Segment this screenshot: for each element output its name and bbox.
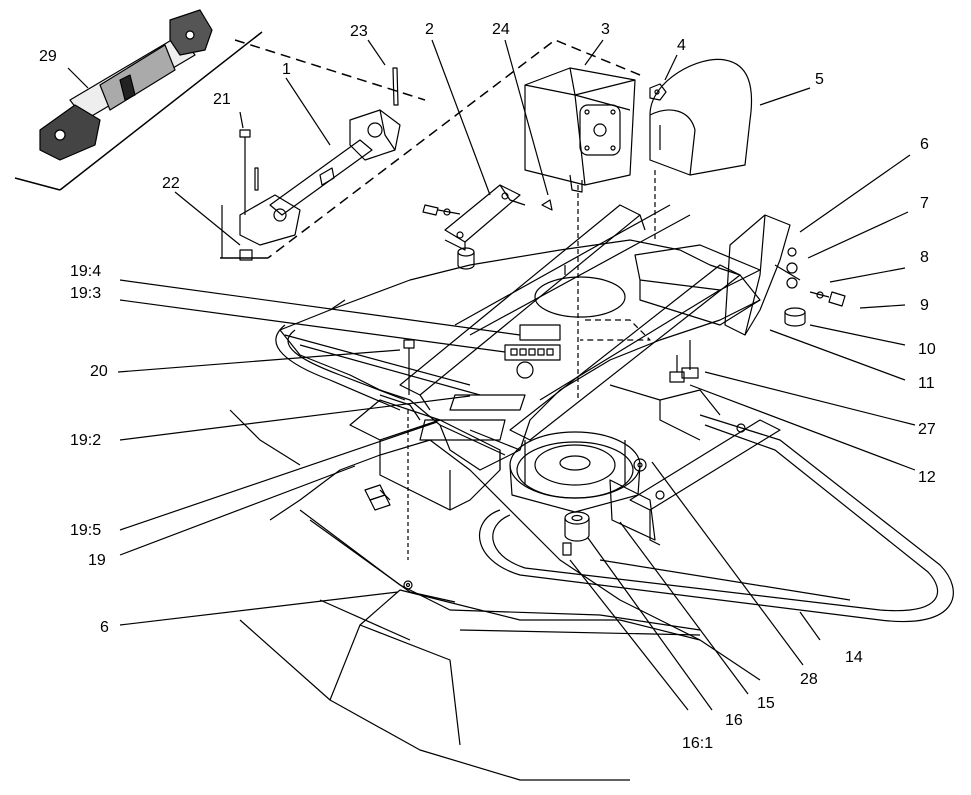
- callout-27: 27: [918, 421, 936, 438]
- standoff: [457, 247, 475, 270]
- callout-22: 22: [162, 175, 180, 192]
- callout-11: 11: [918, 375, 935, 392]
- callout-8: 8: [920, 249, 929, 266]
- callout-3: 3: [601, 21, 610, 38]
- gear-key: [541, 199, 553, 211]
- gearbox-panel-frame: [267, 39, 641, 259]
- channel-bar: [399, 204, 741, 441]
- callout-14: 14: [845, 649, 863, 666]
- cap-screw: [239, 129, 259, 215]
- callout-4: 4: [677, 37, 686, 54]
- callout-21: 21: [213, 91, 231, 108]
- callout-20: 20: [90, 363, 108, 380]
- callout-19: 19: [88, 552, 106, 569]
- spacer: [784, 307, 806, 327]
- center-opening: [534, 265, 626, 318]
- spacer-bushing: [562, 511, 590, 556]
- callout-10: 10: [918, 341, 936, 358]
- v-belt: [275, 324, 954, 623]
- callout-23: 23: [350, 23, 368, 40]
- callout-19-4: 19:4: [70, 263, 102, 280]
- bolts: [669, 340, 699, 383]
- hex-bolt: [809, 291, 846, 307]
- callout-9: 9: [920, 297, 929, 314]
- drive-shaft: [239, 109, 401, 246]
- dashed-guide: [580, 319, 651, 341]
- bracket-bolt: [422, 204, 461, 216]
- callout-5: 5: [815, 71, 824, 88]
- callout-24: 24: [492, 21, 510, 38]
- mount-bracket: [444, 184, 526, 251]
- idler-arm: [609, 384, 781, 546]
- deck-top-plate: [279, 239, 761, 471]
- hex-nut: [649, 83, 667, 101]
- callout-6-bottom: 6: [100, 619, 109, 636]
- callout-19-3: 19:3: [70, 285, 102, 302]
- belt-guide-bracket: [724, 214, 801, 336]
- callout-19-2: 19:2: [70, 432, 102, 449]
- lock-nut: [239, 249, 253, 261]
- gearbox: [524, 67, 636, 193]
- callout-2: 2: [425, 21, 434, 38]
- callout-29: 29: [39, 48, 57, 65]
- gearbox-shield: [649, 58, 753, 176]
- leader-lines: [67, 39, 916, 711]
- callout-7: 7: [920, 195, 929, 212]
- roll-pin: [392, 67, 399, 106]
- callout-1: 1: [282, 61, 291, 78]
- rear-plate: [634, 244, 761, 326]
- callout-19-5: 19:5: [70, 522, 102, 539]
- callout-12: 12: [918, 469, 936, 486]
- pto-shaft: [39, 9, 213, 161]
- callout-16: 16: [725, 712, 743, 729]
- bolt-20: [403, 339, 415, 395]
- mower-deck-housing: [229, 409, 761, 781]
- pulley: [509, 431, 641, 513]
- gearbox-housing: [349, 399, 501, 511]
- callout-15: 15: [757, 695, 775, 712]
- callout-28: 28: [800, 671, 818, 688]
- pto-shaft-panel: [14, 31, 263, 191]
- callout-16-1: 16:1: [682, 735, 714, 752]
- callout-6-top: 6: [920, 136, 929, 153]
